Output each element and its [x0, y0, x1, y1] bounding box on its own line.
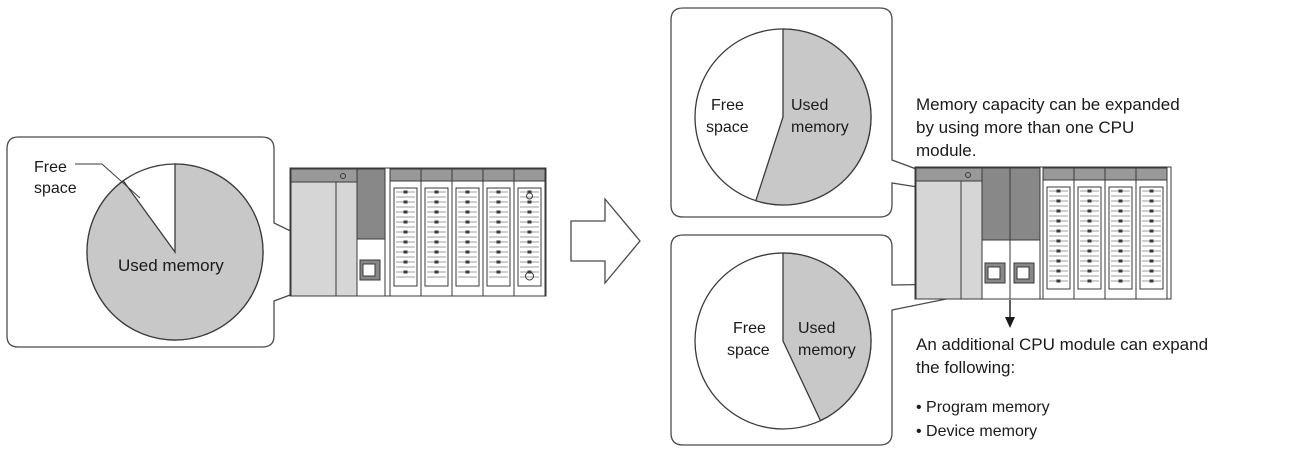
left-callout: Free space Used memory: [6, 136, 367, 348]
io-module: [482, 168, 515, 297]
right-arrow-icon: [570, 197, 641, 285]
free-space-leader-line: [101, 163, 141, 199]
power-supply-top: [290, 168, 358, 183]
used-label-line1: Used: [798, 320, 835, 337]
indicator-lamp: [340, 173, 346, 179]
additional-cpu-note: An additional CPU module can expand the …: [916, 335, 1208, 440]
io-module: [513, 168, 546, 297]
capacity-note: Memory capacity can be expanded by using…: [916, 95, 1180, 160]
used-label-line1: Used: [791, 97, 828, 114]
additional-note-line2: the following:: [916, 358, 1015, 377]
io-modules: [1042, 167, 1168, 300]
power-supply-top: [915, 167, 983, 182]
io-module: [420, 168, 453, 297]
used-label-line2: memory: [791, 119, 849, 136]
power-supply-module: [290, 181, 358, 297]
free-label-line1: Free: [711, 97, 744, 114]
right-top-callout: Free space Used memory: [670, 7, 1001, 218]
io-modules: [389, 168, 546, 297]
power-supply-module: [915, 180, 983, 300]
down-arrow-icon: [1005, 317, 1015, 328]
additional-note-line1: An additional CPU module can expand: [916, 335, 1208, 354]
pie-used-memory: [86, 163, 264, 341]
cpu-module-top: [356, 168, 386, 240]
cpu-module-1-top: [981, 167, 1011, 241]
io-module: [451, 168, 484, 297]
io-module: [1073, 167, 1106, 300]
io-module: [389, 168, 422, 297]
used-memory-label: Used memory: [118, 256, 224, 275]
pie-used-memory: [754, 28, 872, 206]
plc-rack-single-cpu: [289, 167, 547, 297]
free-label-line1: Free: [34, 159, 67, 176]
free-label-line2: space: [706, 119, 749, 136]
additional-note-bullet-2: • Device memory: [916, 423, 1037, 440]
io-module: [1042, 167, 1075, 300]
cpu-module-2-top: [1009, 167, 1041, 241]
indicator-lamp: [965, 172, 971, 178]
io-module: [1135, 167, 1168, 300]
right-bottom-memory-pie: [694, 252, 872, 430]
pie-used-memory: [782, 252, 872, 422]
right-top-memory-pie: [694, 28, 872, 206]
used-label-line2: memory: [798, 342, 856, 359]
capacity-note-line2: by using more than one CPU: [916, 118, 1134, 137]
capacity-note-line1: Memory capacity can be expanded: [916, 95, 1180, 114]
plc-rack-multiple-cpu: [914, 166, 1172, 300]
free-label-line2: space: [727, 342, 770, 359]
io-module: [1104, 167, 1137, 300]
left-memory-pie: [86, 163, 264, 341]
capacity-note-line3: module.: [916, 141, 976, 160]
free-label-line2: space: [34, 180, 77, 197]
additional-note-bullet-1: • Program memory: [916, 399, 1050, 416]
free-label-line1: Free: [733, 320, 766, 337]
